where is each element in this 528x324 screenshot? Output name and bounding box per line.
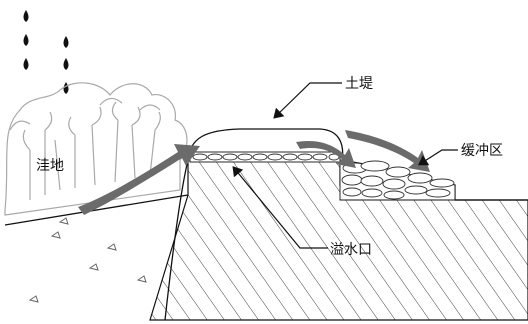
label-embankment: 土堤: [345, 76, 373, 92]
earth-body: [149, 159, 528, 321]
raindrops: [23, 10, 69, 94]
label-depression: 洼地: [36, 158, 64, 174]
label-spillway: 溢水口: [330, 242, 372, 258]
soil-marks: [28, 217, 147, 303]
buffer-rocks: [339, 159, 456, 201]
raindrop-icon: [63, 58, 69, 70]
flow-arrow: [78, 130, 430, 215]
raindrop-icon: [63, 82, 69, 94]
label-buffer-zone: 缓冲区: [461, 143, 503, 159]
raindrop-icon: [23, 34, 29, 46]
raindrop-icon: [63, 36, 69, 48]
ground-lines: [4, 159, 528, 321]
shrub-icon: [4, 82, 188, 216]
pointer-arrow: [232, 82, 458, 249]
spillway-pebbles: [189, 151, 341, 163]
raindrop-icon: [23, 10, 29, 22]
raindrop-icon: [23, 58, 29, 70]
